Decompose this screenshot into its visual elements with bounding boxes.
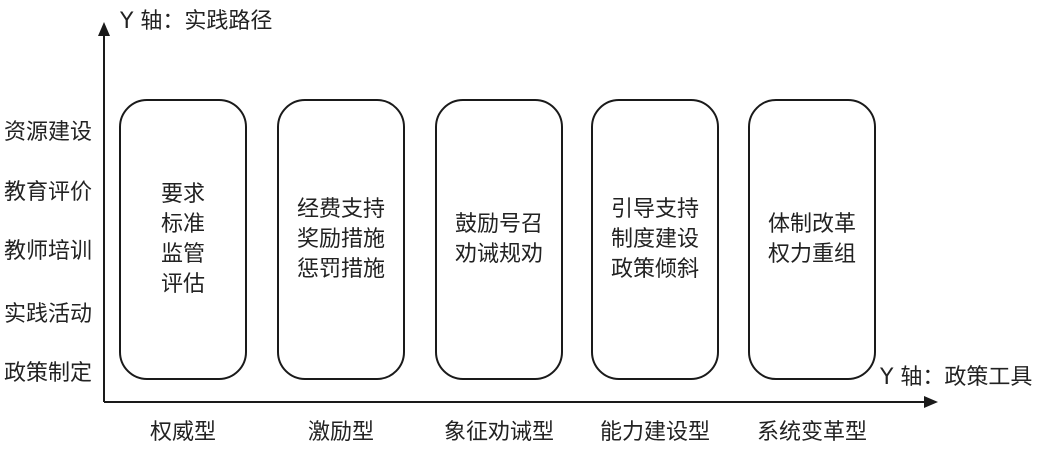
box-line: 评估 <box>160 271 205 297</box>
box-line: 体制改革 <box>767 211 856 237</box>
tool-box-authority: 要求 标准 监管 评估 <box>119 99 247 380</box>
box-line: 监管 <box>160 241 205 267</box>
box-line: 制度建设 <box>610 226 699 252</box>
y-axis-arrow <box>98 22 110 36</box>
x-axis-arrow <box>924 396 938 408</box>
box-line: 标准 <box>160 211 205 237</box>
tool-box-capacity: 引导支持 制度建设 政策倾斜 <box>591 99 719 380</box>
box-line: 经费支持 <box>296 196 385 222</box>
box-line: 政策倾斜 <box>610 256 699 282</box>
box-line: 权力重组 <box>767 241 856 267</box>
x-axis-title: Y 轴：政策工具 <box>880 365 1033 390</box>
x-label-exhortation: 象征劝诫型 <box>443 420 554 445</box>
x-label-system-change: 系统变革型 <box>756 420 867 445</box>
box-line: 鼓励号召 <box>454 211 543 237</box>
x-label-capacity: 能力建设型 <box>599 420 710 445</box>
tool-box-system-change: 体制改革 权力重组 <box>748 99 876 380</box>
x-label-incentive: 激励型 <box>307 420 374 445</box>
box-line: 劝诫规劝 <box>454 241 543 267</box>
y-label-practice: 实践活动 <box>4 302 93 327</box>
tool-box-exhortation: 鼓励号召 劝诫规劝 <box>435 99 563 380</box>
y-label-policy: 政策制定 <box>4 361 93 386</box>
box-line: 惩罚措施 <box>296 256 385 282</box>
tool-box-incentive: 经费支持 奖励措施 惩罚措施 <box>277 99 405 380</box>
box-line: 奖励措施 <box>296 226 385 252</box>
y-label-teacher-training: 教师培训 <box>4 239 93 264</box>
box-line: 引导支持 <box>610 196 699 222</box>
x-label-authority: 权威型 <box>149 420 216 445</box>
y-label-evaluation: 教育评价 <box>4 180 93 205</box>
box-line: 要求 <box>160 181 205 207</box>
y-label-resource: 资源建设 <box>4 120 93 145</box>
y-axis-title: Y 轴：实践路径 <box>120 9 273 34</box>
